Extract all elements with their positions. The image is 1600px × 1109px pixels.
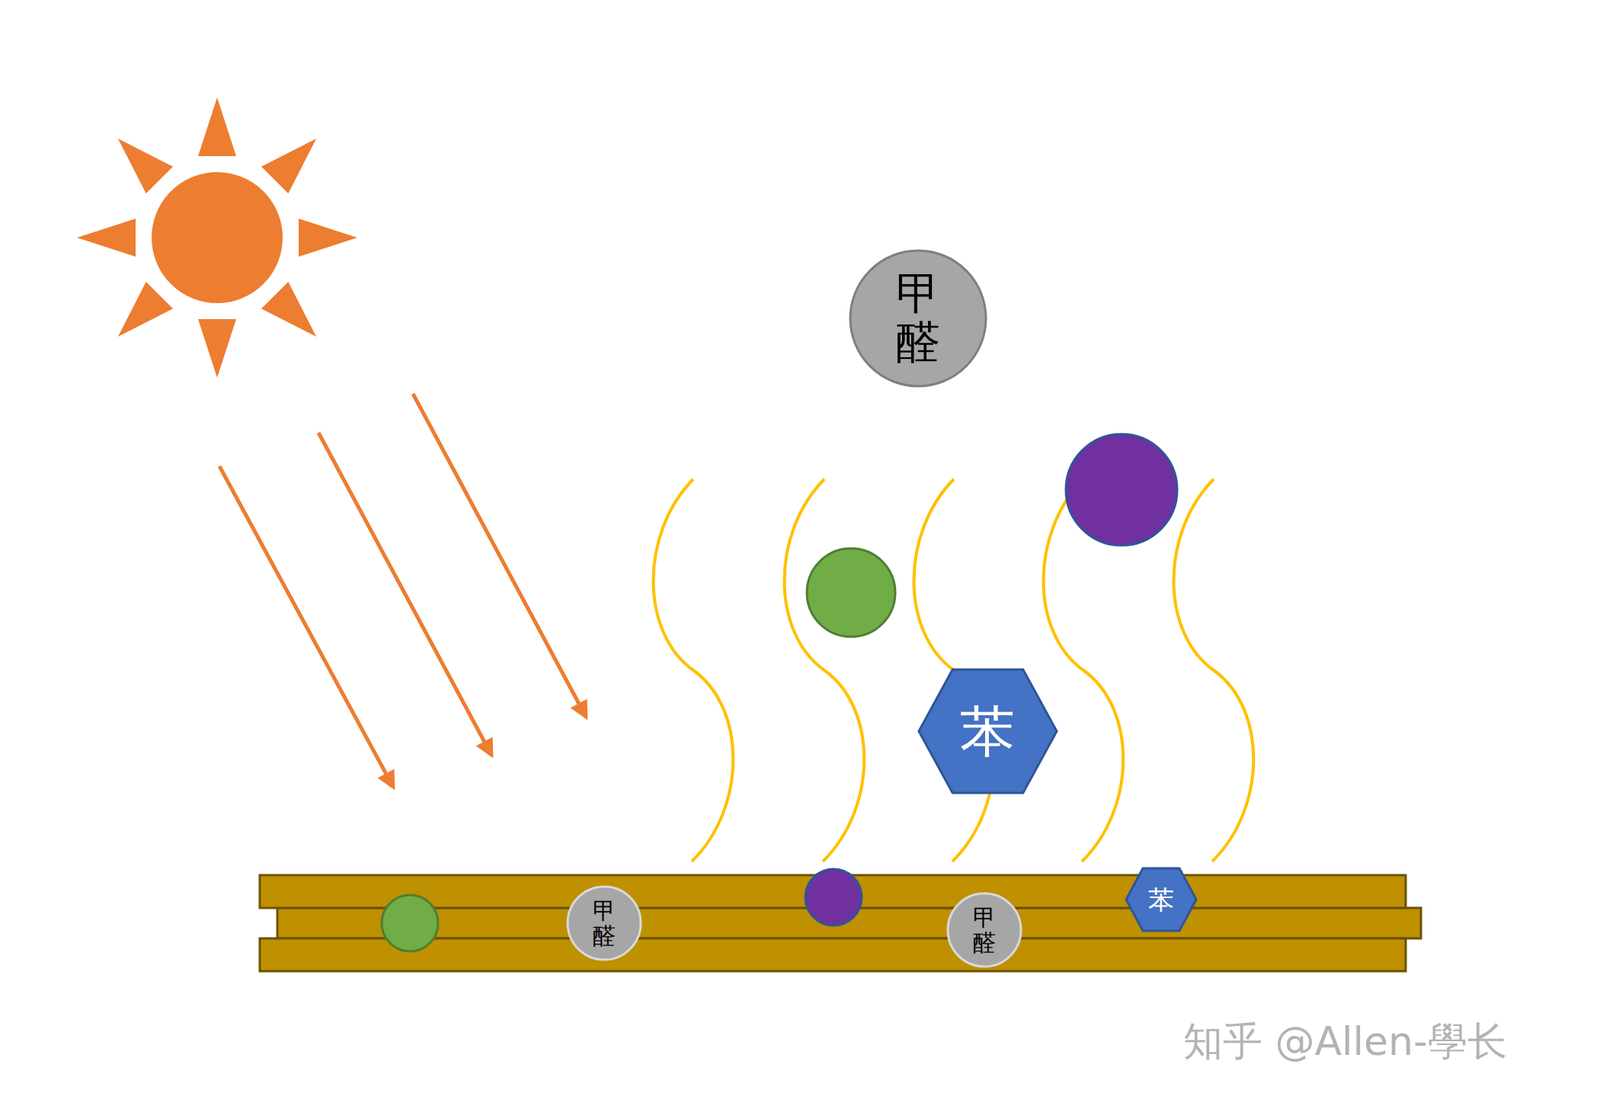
molecule-name: 甲醛 [972, 905, 996, 956]
emission-wave [784, 479, 865, 862]
molecule-name: 苯 [960, 704, 1015, 759]
molecule-name: 甲醛 [896, 269, 941, 368]
watermark: 知乎 @Allen-學长 [1183, 1015, 1508, 1069]
emission-wave [653, 479, 734, 862]
benzene-molecule: 苯 [917, 668, 1059, 795]
molecules [381, 434, 1178, 952]
benzene-molecule: 苯 [1124, 867, 1198, 933]
molecule-name: 甲醛 [592, 898, 616, 949]
formaldehyde-molecule: 甲醛 [848, 249, 988, 388]
sun-rays [219, 393, 586, 788]
formaldehyde-molecule: 甲醛 [946, 892, 1023, 969]
formaldehyde-molecule: 甲醛 [566, 885, 643, 962]
molecule-name: 苯 [1148, 886, 1175, 913]
emission-wave [1174, 479, 1255, 862]
emission-waves [653, 479, 1255, 862]
sun [76, 97, 358, 378]
